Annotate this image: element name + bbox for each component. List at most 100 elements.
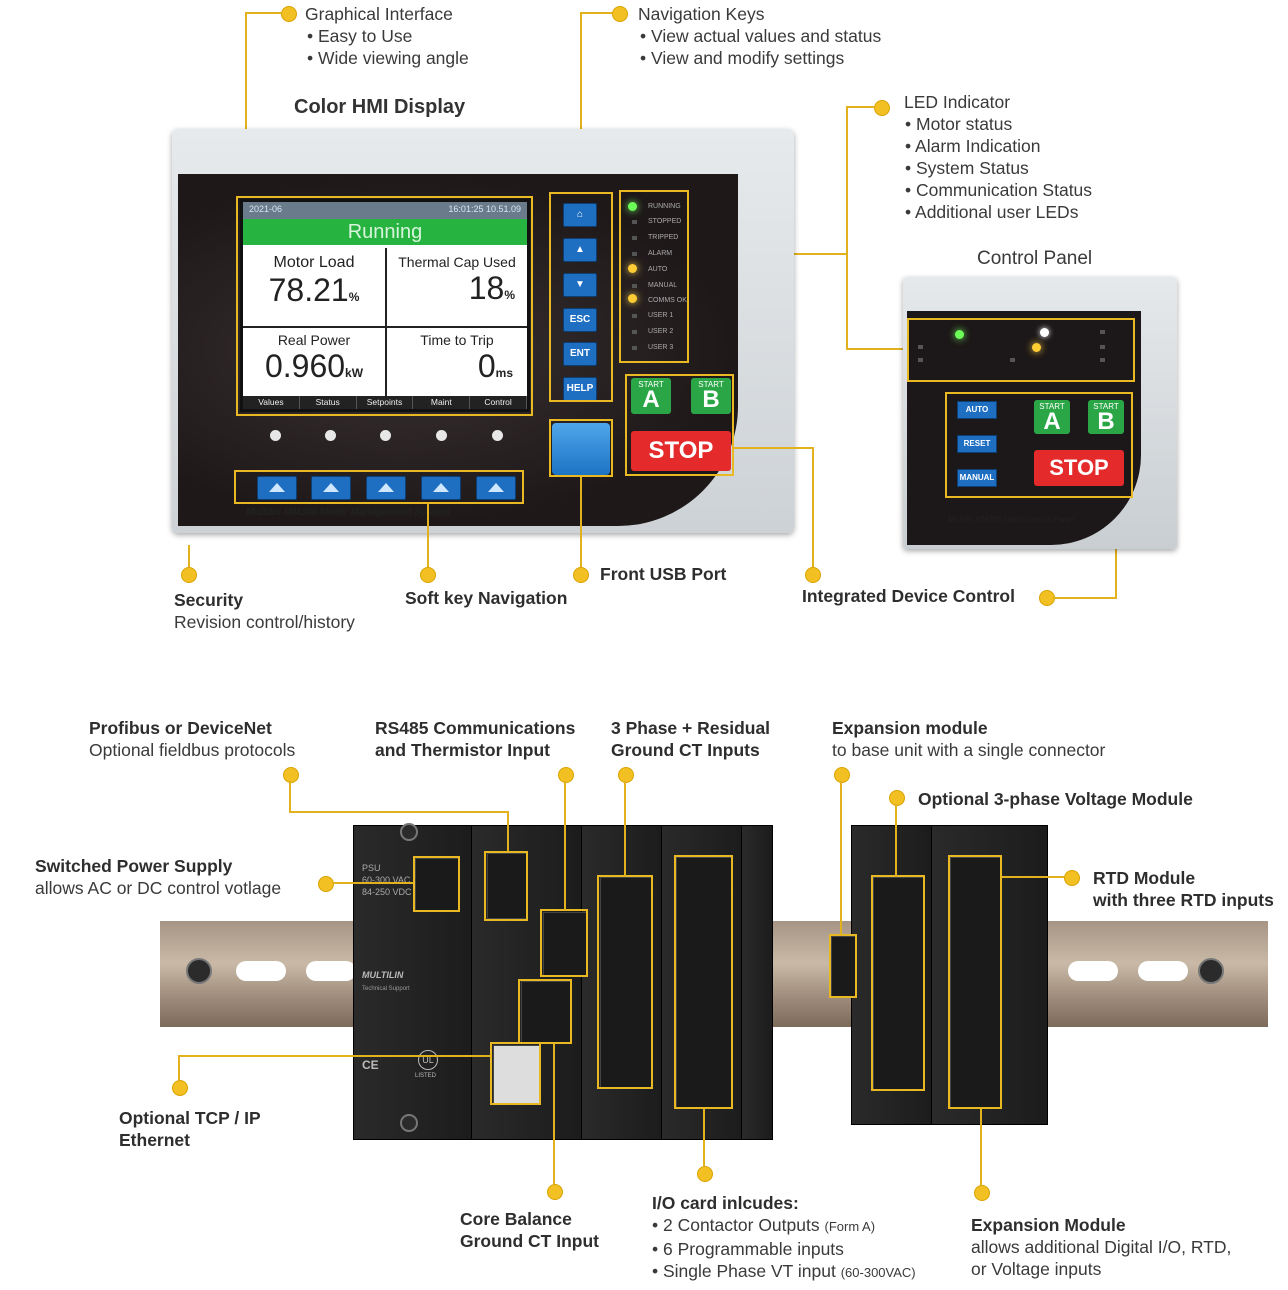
stop-button[interactable]: STOP [631,431,731,471]
led-stopped [632,220,637,224]
three-phase-label: 3 Phase + Residual Ground CT Inputs [611,718,771,760]
softkey-2[interactable] [311,476,351,500]
callout-dot-expansion-top [834,767,850,783]
help-button[interactable]: HELP [563,377,597,401]
rail-slot [306,961,356,981]
expansion-bottom-label: Expansion Module allows additional Digit… [971,1215,1232,1279]
cp-led-auto [1032,343,1041,352]
led-tripped [632,236,637,240]
screen-softkey-bar: Values Status Setpoints Maint Control [243,396,527,409]
softkey-label-maint: Maint [413,396,471,409]
rail-slot [236,961,286,981]
screen-date: 2021-06 [249,204,283,214]
softkey-led [270,430,281,441]
esc-button[interactable]: ESC [563,308,597,332]
screen-status-bar: 2021-06 16:01:25 10.51.09 [243,202,527,219]
led-comms [628,294,637,303]
led-user2 [632,330,637,334]
usb-highlight [549,419,613,477]
callout-dot-psu [318,876,334,892]
callout-line [846,106,848,350]
led-auto [628,264,637,273]
io-module-edge [741,825,773,1140]
reset-button[interactable]: RESET [957,435,997,453]
ul-mark: UL [418,1050,438,1070]
hmi-screen: 2021-06 16:01:25 10.51.09 Running Motor … [240,199,530,412]
front-usb-port[interactable] [552,423,610,475]
auto-button[interactable]: AUTO [957,401,997,419]
softkey-led [380,430,391,441]
io-highlight [674,855,733,1109]
expansion-connector-highlight [829,934,857,998]
cp-led-running [955,330,964,339]
led-highlight [619,190,689,363]
front-usb-label: Front USB Port [600,564,727,584]
softkey-label-setpoints: Setpoints [357,396,414,409]
callout-line [245,12,247,197]
control-panel-title: Control Panel [977,248,1093,269]
callout-dot-graphical [281,6,297,22]
callout-dot-softkey [420,567,436,583]
hmi-brand-line: Multilin MM300 Motor Management System [246,507,450,518]
running-banner: Running [243,219,527,245]
callout-line [580,12,582,192]
softkey-3[interactable] [366,476,406,500]
softkey-label-control: Control [470,396,527,409]
led-manual [632,284,637,288]
down-button[interactable]: ▼ [563,273,597,297]
callout-dot-led [874,100,890,116]
led-running [628,202,637,211]
led-user3 [632,346,637,350]
psu-highlight [413,856,460,912]
enter-button[interactable]: ENT [563,342,597,366]
tcp-ip-label: Optional TCP / IP Ethernet [119,1108,261,1150]
callout-line [980,1109,982,1185]
rail-screw [1198,958,1224,984]
device-control-highlight [625,374,734,476]
thermal-cap-cell: Thermal Cap Used 18% [387,248,527,326]
psu-brand: MULTILIN [362,970,404,980]
callout-line [580,477,582,569]
psu-support: Technical Support [362,986,410,992]
psu-face-text: PSU 60-300 VAC 84-250 VDC [362,863,412,897]
softkey-4[interactable] [421,476,461,500]
callout-line [733,447,813,449]
rs485-highlight [540,909,588,977]
softkey-1[interactable] [257,476,297,500]
callout-dot-usb [573,567,589,583]
rail-slot [1068,961,1118,981]
softkey-led [492,430,503,441]
callout-dot-io [697,1166,713,1182]
ce-mark: CE [362,1058,379,1072]
cp-control-highlight [945,392,1133,498]
callout-line [188,545,190,567]
profibus-highlight [484,851,528,921]
up-button[interactable]: ▲ [563,238,597,262]
cp-led [1100,330,1105,334]
callout-line [1002,876,1064,878]
screen-time: 16:01:25 10.51.09 [448,204,521,214]
cp-brand-line: Multilin MM300 Hand Control Panel [948,515,1074,524]
cp-stop-button[interactable]: STOP [1034,450,1124,486]
softkey-5[interactable] [476,476,516,500]
ethernet-highlight [490,1042,541,1105]
callout-line [178,1055,180,1080]
callout-line [1053,597,1117,599]
integrated-control-label: Integrated Device Control [802,586,1015,606]
navigation-keys-label: Navigation Keys • View actual values and… [638,4,882,68]
home-button[interactable]: ⌂ [563,203,597,227]
manual-button[interactable]: MANUAL [957,469,997,487]
module-screw [400,1114,418,1132]
ul-listed: LISTED [415,1073,437,1079]
cp-led [918,345,923,349]
led-indicator-label: LED Indicator • Motor status • Alarm Ind… [904,92,1093,222]
callout-dot-core-balance [547,1184,563,1200]
callout-line [553,1044,555,1184]
callout-dot-integrated [805,567,821,583]
callout-line [507,811,509,853]
module-screw [400,823,418,841]
